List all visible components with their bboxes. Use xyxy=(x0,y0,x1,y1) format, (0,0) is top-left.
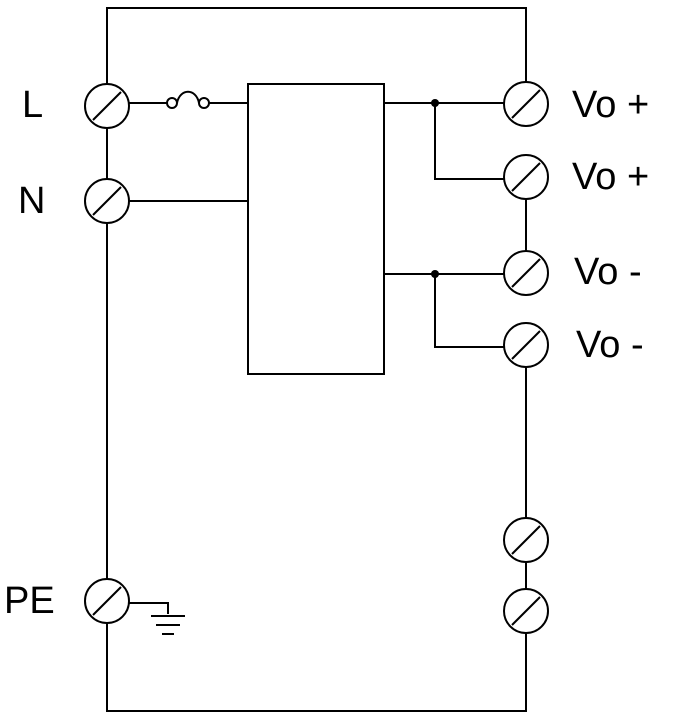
line-input-wiring xyxy=(129,90,248,109)
terminal-pe[interactable] xyxy=(84,578,130,624)
terminal-unlabeled-1[interactable] xyxy=(503,517,549,563)
negative-output-wiring xyxy=(384,270,504,348)
terminal-label-vo-minus-2: Vo - xyxy=(576,324,644,366)
converter-block xyxy=(247,83,385,375)
terminal-l[interactable] xyxy=(84,83,130,129)
terminal-unlabeled-2[interactable] xyxy=(503,588,549,634)
terminal-label-l: L xyxy=(22,84,43,126)
terminal-vo-minus-2[interactable] xyxy=(503,322,549,368)
terminal-n[interactable] xyxy=(84,178,130,224)
terminal-label-n: N xyxy=(18,180,45,222)
terminal-vo-plus-1[interactable] xyxy=(503,81,549,127)
terminal-label-vo-minus-1: Vo - xyxy=(574,251,642,293)
terminal-label-vo-plus-2: Vo + xyxy=(572,156,649,198)
terminal-vo-minus-1[interactable] xyxy=(503,250,549,296)
terminal-label-pe: PE xyxy=(4,580,55,622)
terminal-vo-plus-2[interactable] xyxy=(503,154,549,200)
enclosure-wiring xyxy=(106,7,527,712)
ground-icon xyxy=(129,602,185,635)
terminal-label-vo-plus-1: Vo + xyxy=(572,84,649,126)
fuse-icon xyxy=(166,90,210,109)
positive-output-wiring xyxy=(384,99,504,180)
